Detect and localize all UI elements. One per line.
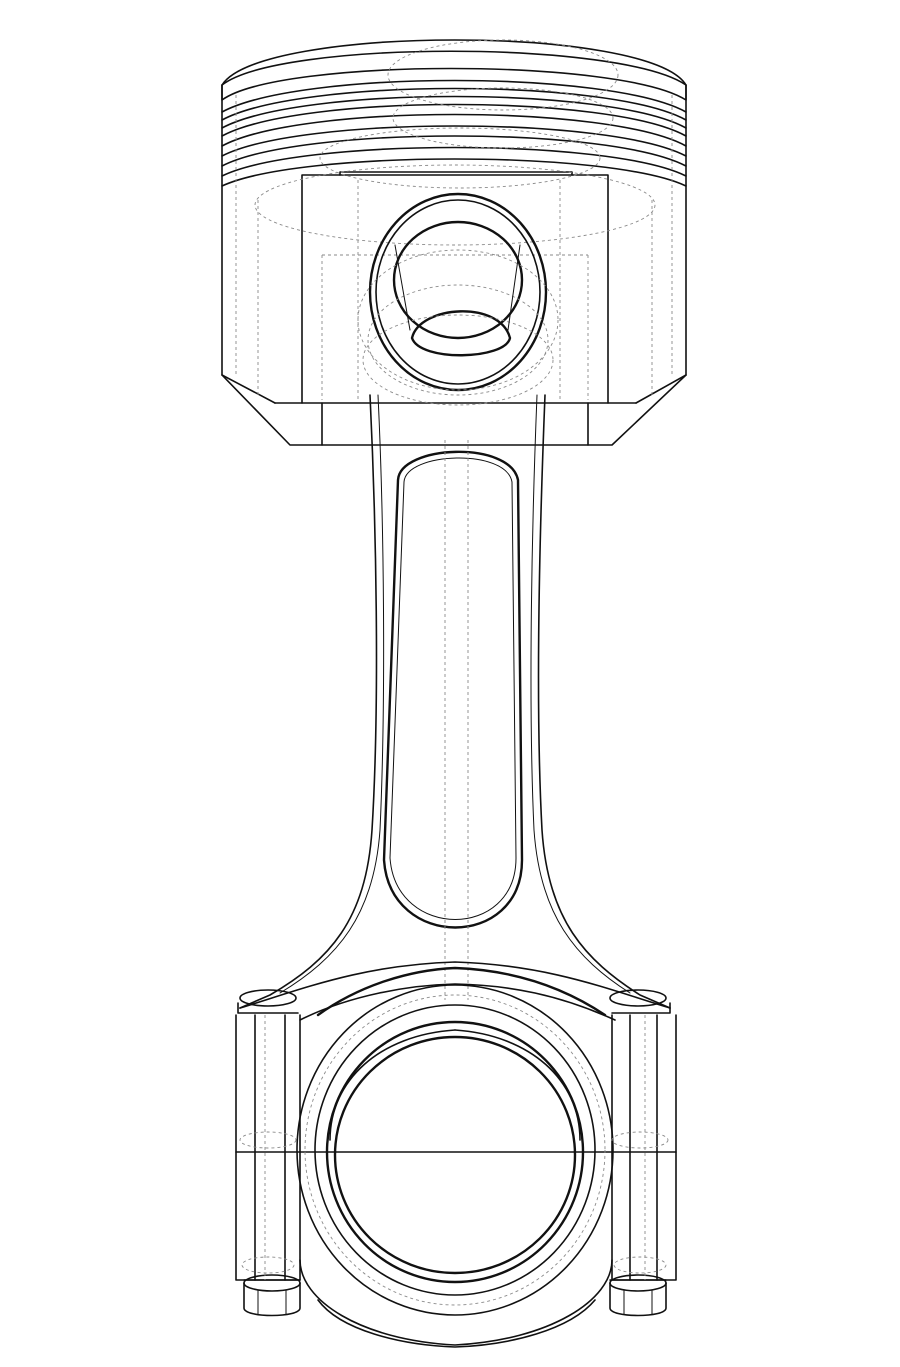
- rod-bolt-top-left: [237, 989, 299, 1014]
- rod-beam: [239, 394, 378, 1009]
- rod-bolt-top-right: [609, 989, 671, 1014]
- rod-bolt-nut-left: [243, 1274, 301, 1317]
- rod-big-end: [239, 961, 671, 1009]
- wrist-pin-inner: [392, 220, 524, 340]
- rod-cap: [299, 1259, 613, 1346]
- big-end-bore: [333, 1035, 577, 1275]
- piston-crown-top-edge: [221, 39, 687, 86]
- big-end-hidden-lines: [239, 994, 669, 1306]
- piston-hidden-lines: [235, 39, 673, 400]
- wrist-pin: [357, 192, 559, 406]
- piston-pin-boss: [301, 174, 609, 404]
- wrist-pin-bore: [410, 310, 512, 357]
- connecting-rod: [235, 394, 677, 1348]
- piston: [221, 39, 687, 446]
- piston-skirt: [221, 84, 687, 446]
- rod-bolt-nut-right: [609, 1274, 667, 1317]
- big-end-outer: [296, 984, 614, 1316]
- rod-web-recess: [382, 450, 524, 929]
- rod-cap-left-block: [235, 1014, 301, 1281]
- piston-ring-grooves: [221, 79, 687, 187]
